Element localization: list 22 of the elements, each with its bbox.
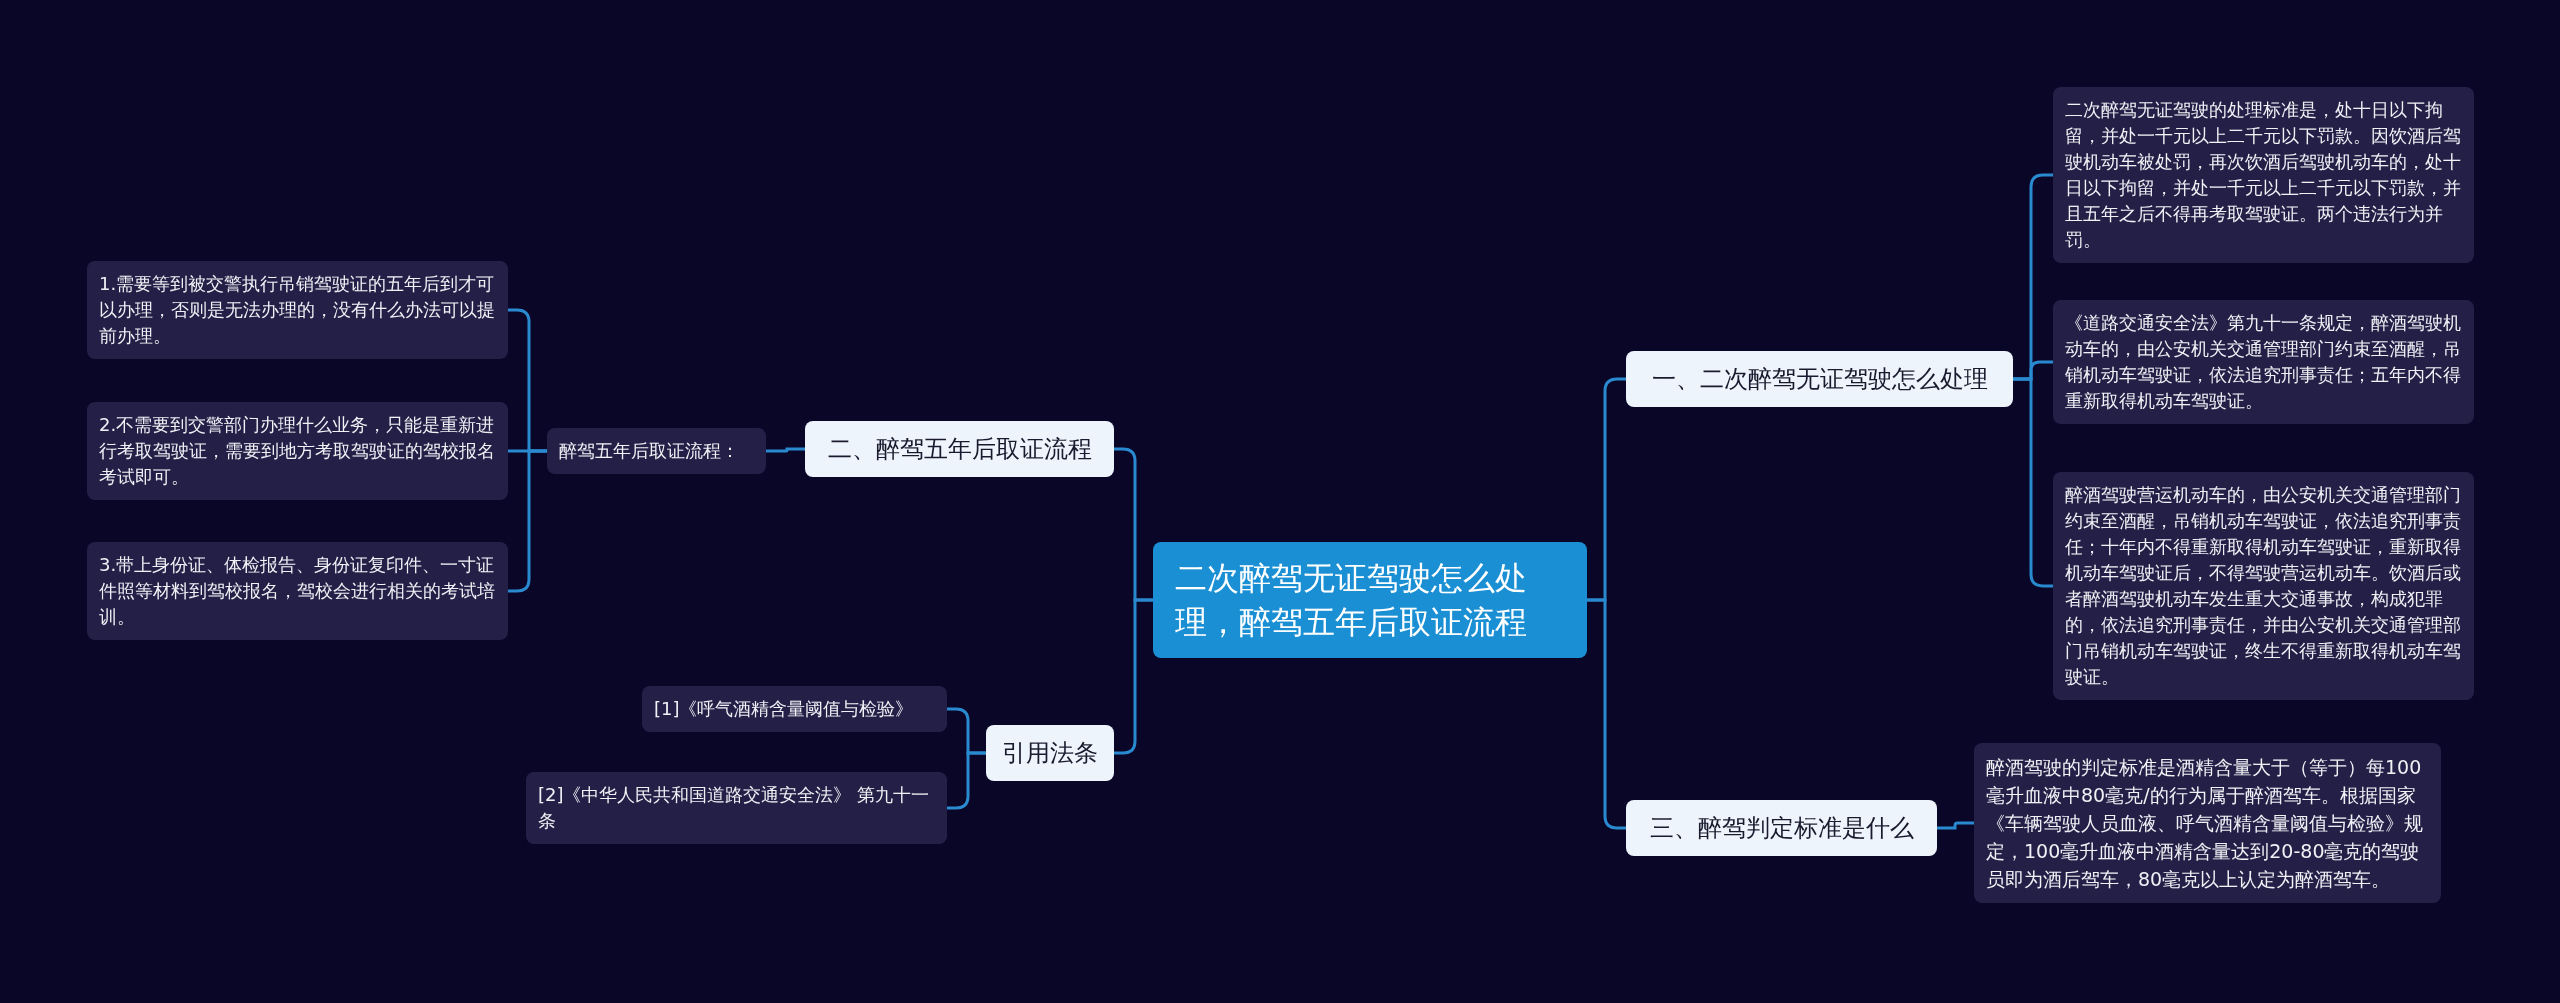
text-card: 3.带上身份证、体检报告、身份证复印件、一寸证件照等材料到驾校报名，驾校会进行相关的考试培训。: [87, 542, 508, 640]
central-topic-box: 二次醉驾无证驾驶怎么处理，醉驾五年后取证流程: [1153, 542, 1587, 658]
text-card: [1]《呼气酒精含量阈值与检验》: [642, 686, 947, 732]
connector-line: [1587, 598, 1626, 830]
connector-line: [508, 449, 547, 593]
text-card: 醉驾五年后取证流程：: [547, 428, 766, 474]
text-card: [2]《中华人民共和国道路交通安全法》 第九十一条: [526, 772, 947, 844]
connector-line: [947, 751, 986, 810]
connector-line: [1937, 821, 1974, 830]
topic-box: 一、二次醉驾无证驾驶怎么处理: [1626, 351, 2013, 407]
text-card: 二次醉驾无证驾驶的处理标准是，处十日以下拘留，并处一千元以上二千元以下罚款。因饮酒后驾驶机动车被处罚，再次饮酒后驾驶机动车的，处十日以下拘留，并处一千元以上二千元以下罚款，并且五年之后不得再考取驾驶证。两个违法行为并罚。: [2053, 87, 2474, 263]
topic-box: 三、醉驾判定标准是什么: [1626, 800, 1937, 856]
topic-box: 引用法条: [986, 725, 1114, 781]
connector-line: [2013, 377, 2053, 588]
connector-line: [1114, 598, 1153, 755]
topic-box: 二、醉驾五年后取证流程: [805, 421, 1114, 477]
text-card: 1.需要等到被交警执行吊销驾驶证的五年后到才可以办理，否则是无法办理的，没有什么办法可以提前办理。: [87, 261, 508, 359]
text-card: 2.不需要到交警部门办理什么业务，只能是重新进行考取驾驶证，需要到地方考取驾驶证的驾校报名考试即可。: [87, 402, 508, 500]
text-card: 醉酒驾驶的判定标准是酒精含量大于（等于）每100毫升血液中80毫克/的行为属于醉酒驾车。根据国家《车辆驾驶人员血液、呼气酒精含量阈值与检验》规定，100毫升血液中酒精含量达到20-80毫克的驾驶员即为酒后驾车，80毫克以上认定为醉酒驾车。: [1974, 743, 2441, 903]
text-card: 《道路交通安全法》第九十一条规定，醉酒驾驶机动车的，由公安机关交通管理部门约束至酒醒，吊销机动车驾驶证，依法追究刑事责任；五年内不得重新取得机动车驾驶证。: [2053, 300, 2474, 424]
text-card: 醉酒驾驶营运机动车的，由公安机关交通管理部门约束至酒醒，吊销机动车驾驶证，依法追究刑事责任；十年内不得重新取得机动车驾驶证，重新取得机动车驾驶证后，不得驾驶营运机动车。饮酒后或者醉酒驾驶机动车发生重大交通事故，构成犯罪的，依法追究刑事责任，并由公安机关交通管理部门吊销机动车驾驶证，终生不得重新取得机动车驾驶证。: [2053, 472, 2474, 700]
connector-line: [766, 447, 805, 453]
